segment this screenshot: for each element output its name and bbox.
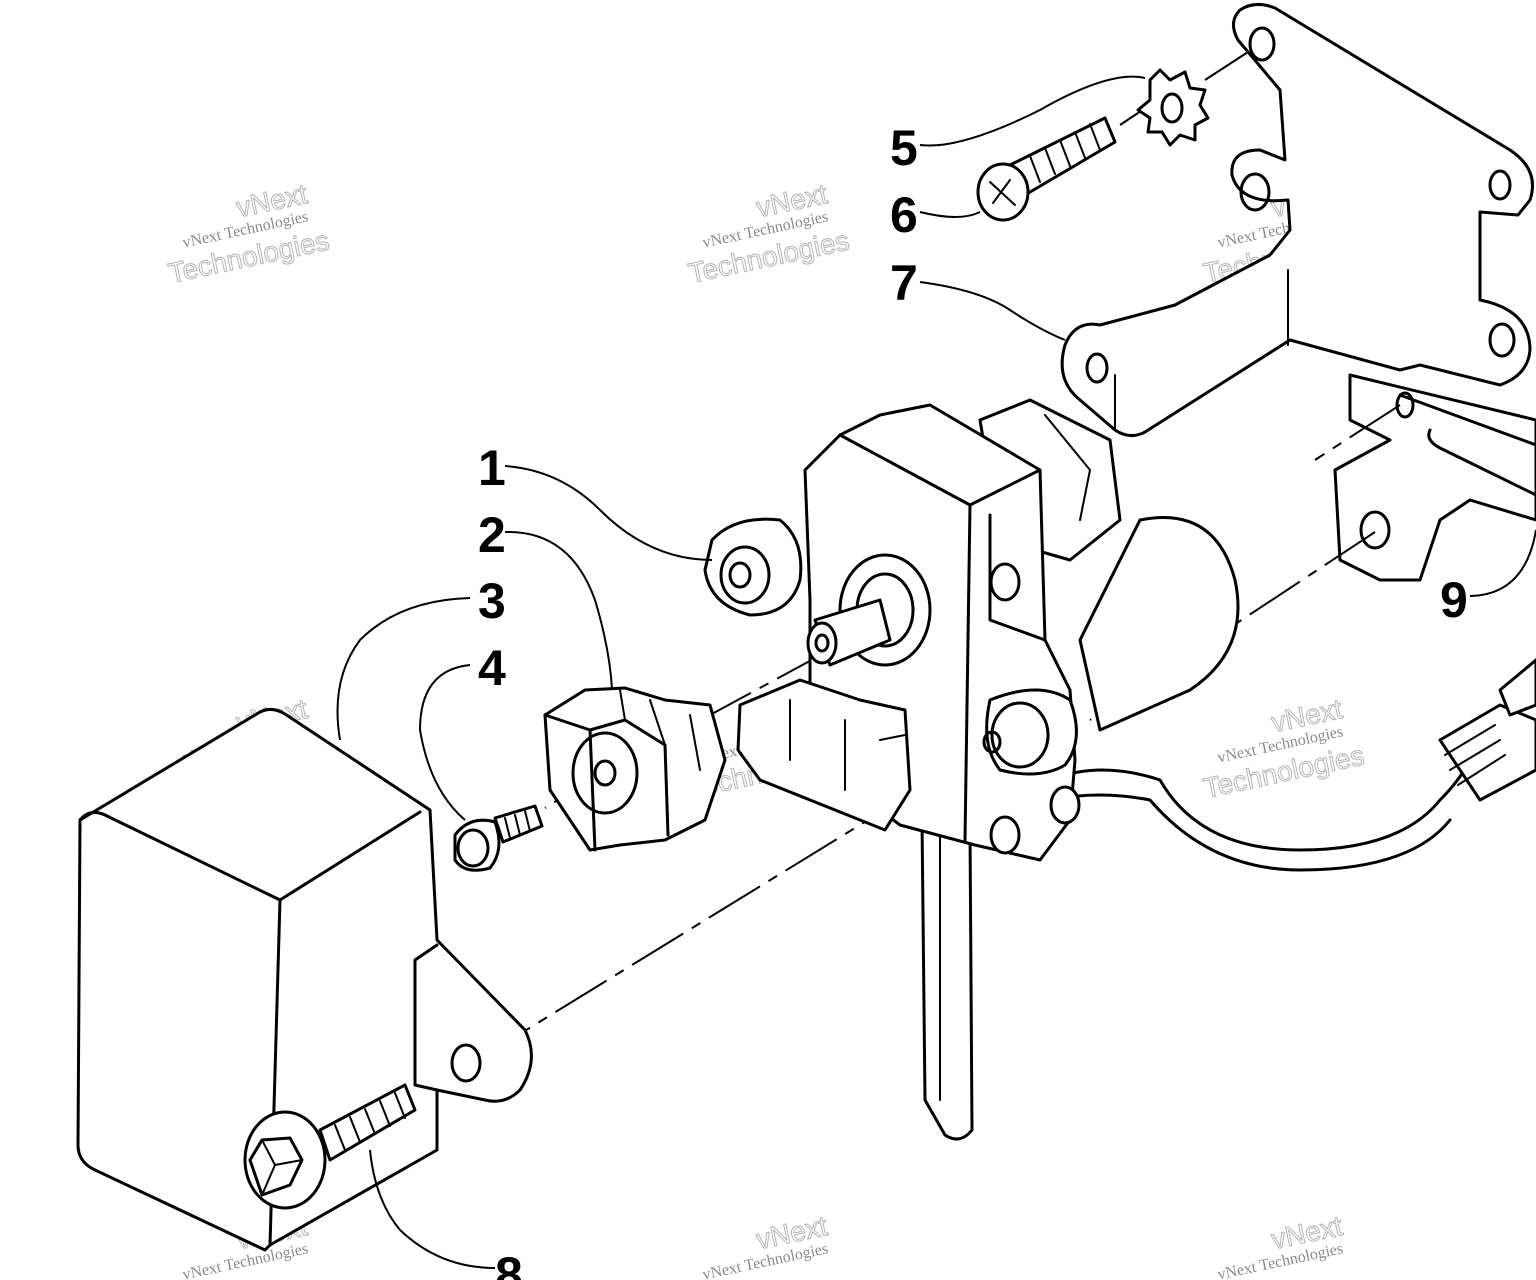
callout-4: 4 <box>478 640 506 696</box>
callout-1: 1 <box>478 440 506 496</box>
callout-3: 3 <box>478 573 506 629</box>
cover-box <box>76 707 533 1252</box>
coupling-cam <box>543 686 727 852</box>
callout-5: 5 <box>890 120 918 176</box>
watermark: vNext vNext Technologies Technologies <box>165 178 332 290</box>
callout-9: 9 <box>1440 572 1468 628</box>
callout-labels: 1 2 3 4 5 6 7 8 9 <box>478 120 1468 1280</box>
watermark: vNext vNext Technologies <box>1216 1210 1346 1280</box>
watermark: vNext vNext Technologies Technologies <box>685 178 852 290</box>
slotted-bracket <box>1333 373 1536 582</box>
callout-6: 6 <box>890 187 918 243</box>
callout-7: 7 <box>890 255 918 311</box>
mounting-bracket <box>1060 3 1534 437</box>
star-washer <box>1136 68 1210 147</box>
watermark: vNext vNext Technologies <box>701 1210 831 1280</box>
actuator-assembly <box>703 398 1240 1141</box>
leader-lines <box>336 75 1536 1269</box>
small-screw <box>453 804 544 872</box>
wiring-harness <box>1048 658 1536 872</box>
phillips-screw <box>976 116 1117 222</box>
callout-8: 8 <box>495 1247 523 1280</box>
flanged-bolt <box>243 1083 417 1210</box>
callout-2: 2 <box>478 507 506 563</box>
watermark: vNext vNext Technologies Technologies <box>1200 693 1367 805</box>
